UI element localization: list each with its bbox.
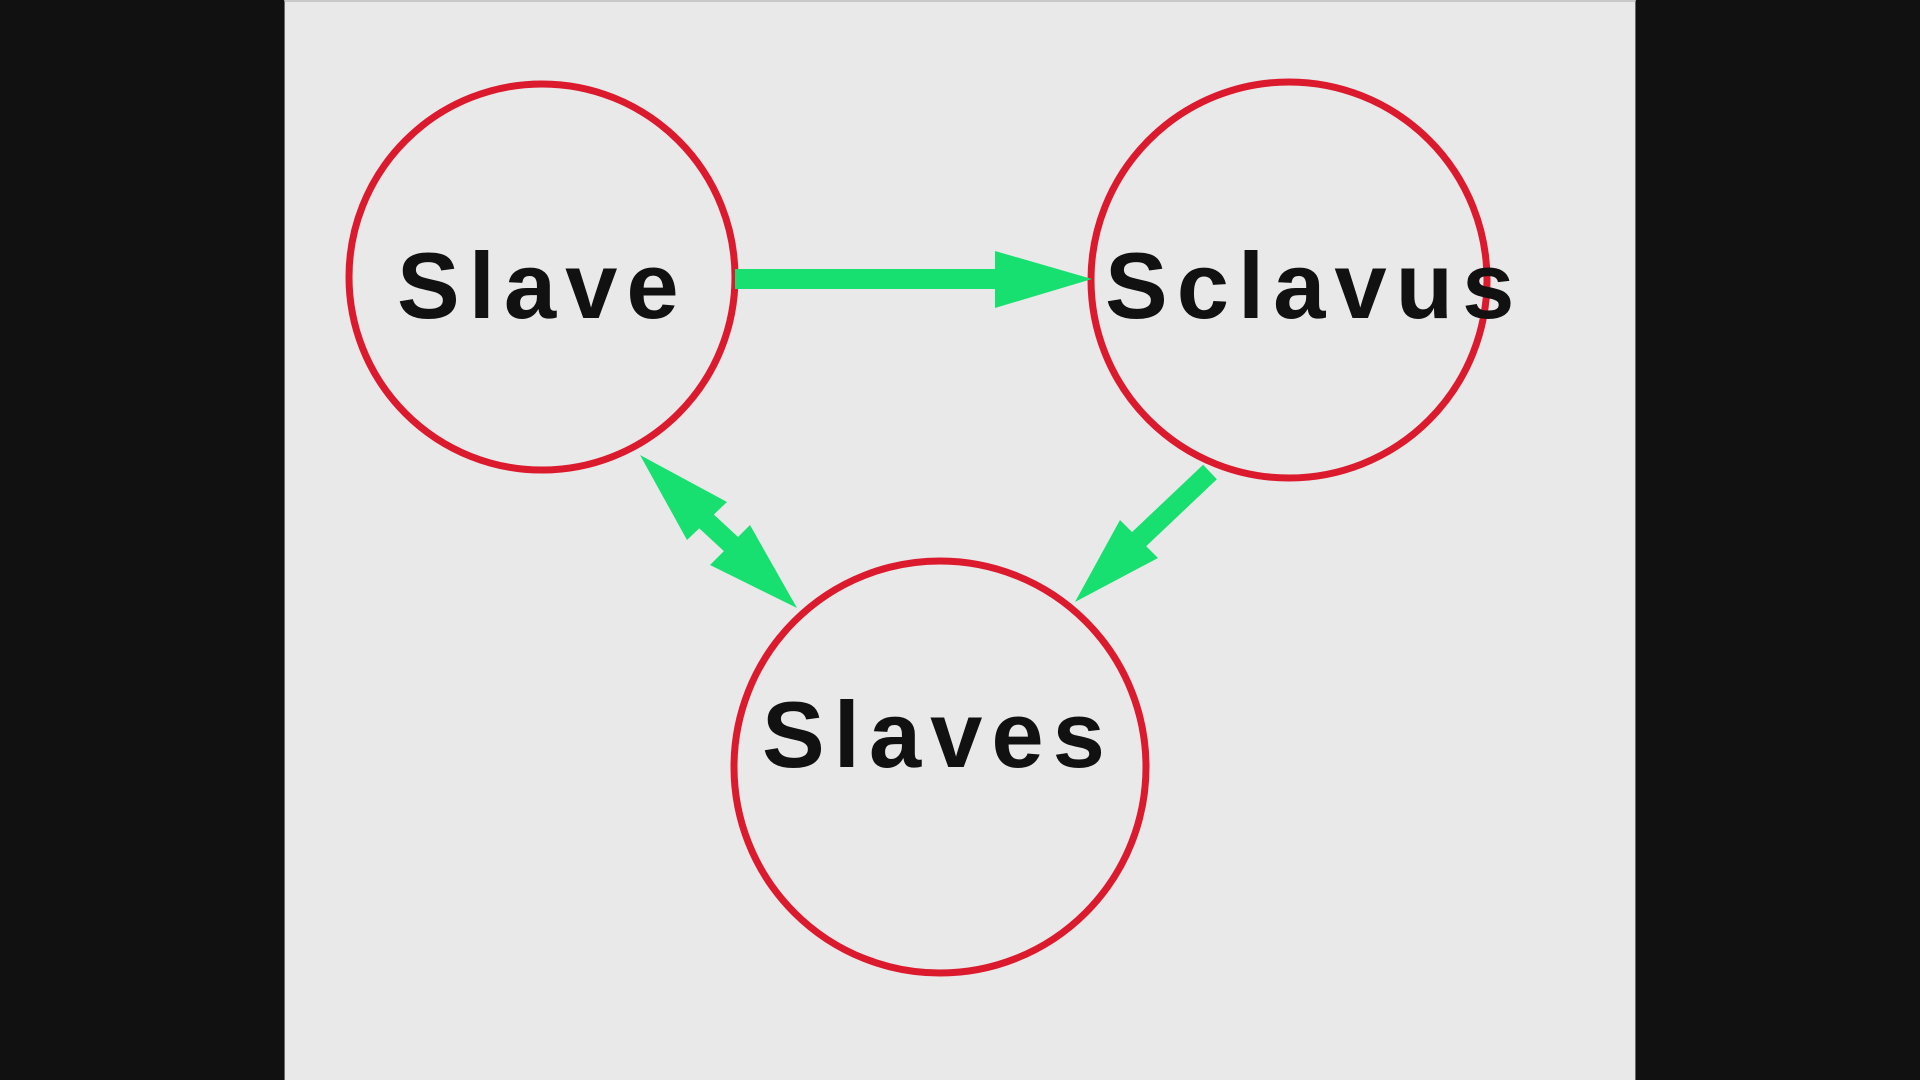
node-circle (1087, 78, 1491, 482)
arrowhead-icon (710, 525, 797, 608)
node-slave: Slave (345, 80, 739, 474)
arrowhead-icon (995, 251, 1092, 308)
edge-slave-slaves-bidirectional (640, 455, 797, 608)
node-sclavus: Sclavus (1087, 78, 1523, 482)
node-slaves: Slaves (730, 557, 1150, 977)
arrowhead-icon (1075, 520, 1158, 602)
arrow-shaft (698, 512, 739, 553)
arrow-shaft (735, 269, 997, 289)
node-label-sclavus: Sclavus (1105, 233, 1523, 338)
arrowhead-icon (640, 455, 727, 540)
node-label-slave: Slave (397, 233, 688, 338)
edge-sclavus-to-slaves (1075, 464, 1217, 602)
edge-slave-to-sclavus (735, 251, 1092, 308)
node-circle (730, 557, 1150, 977)
diagram-canvas (284, 0, 1636, 1080)
arrow-shaft (1128, 464, 1217, 551)
node-label-slaves: Slaves (762, 682, 1114, 787)
